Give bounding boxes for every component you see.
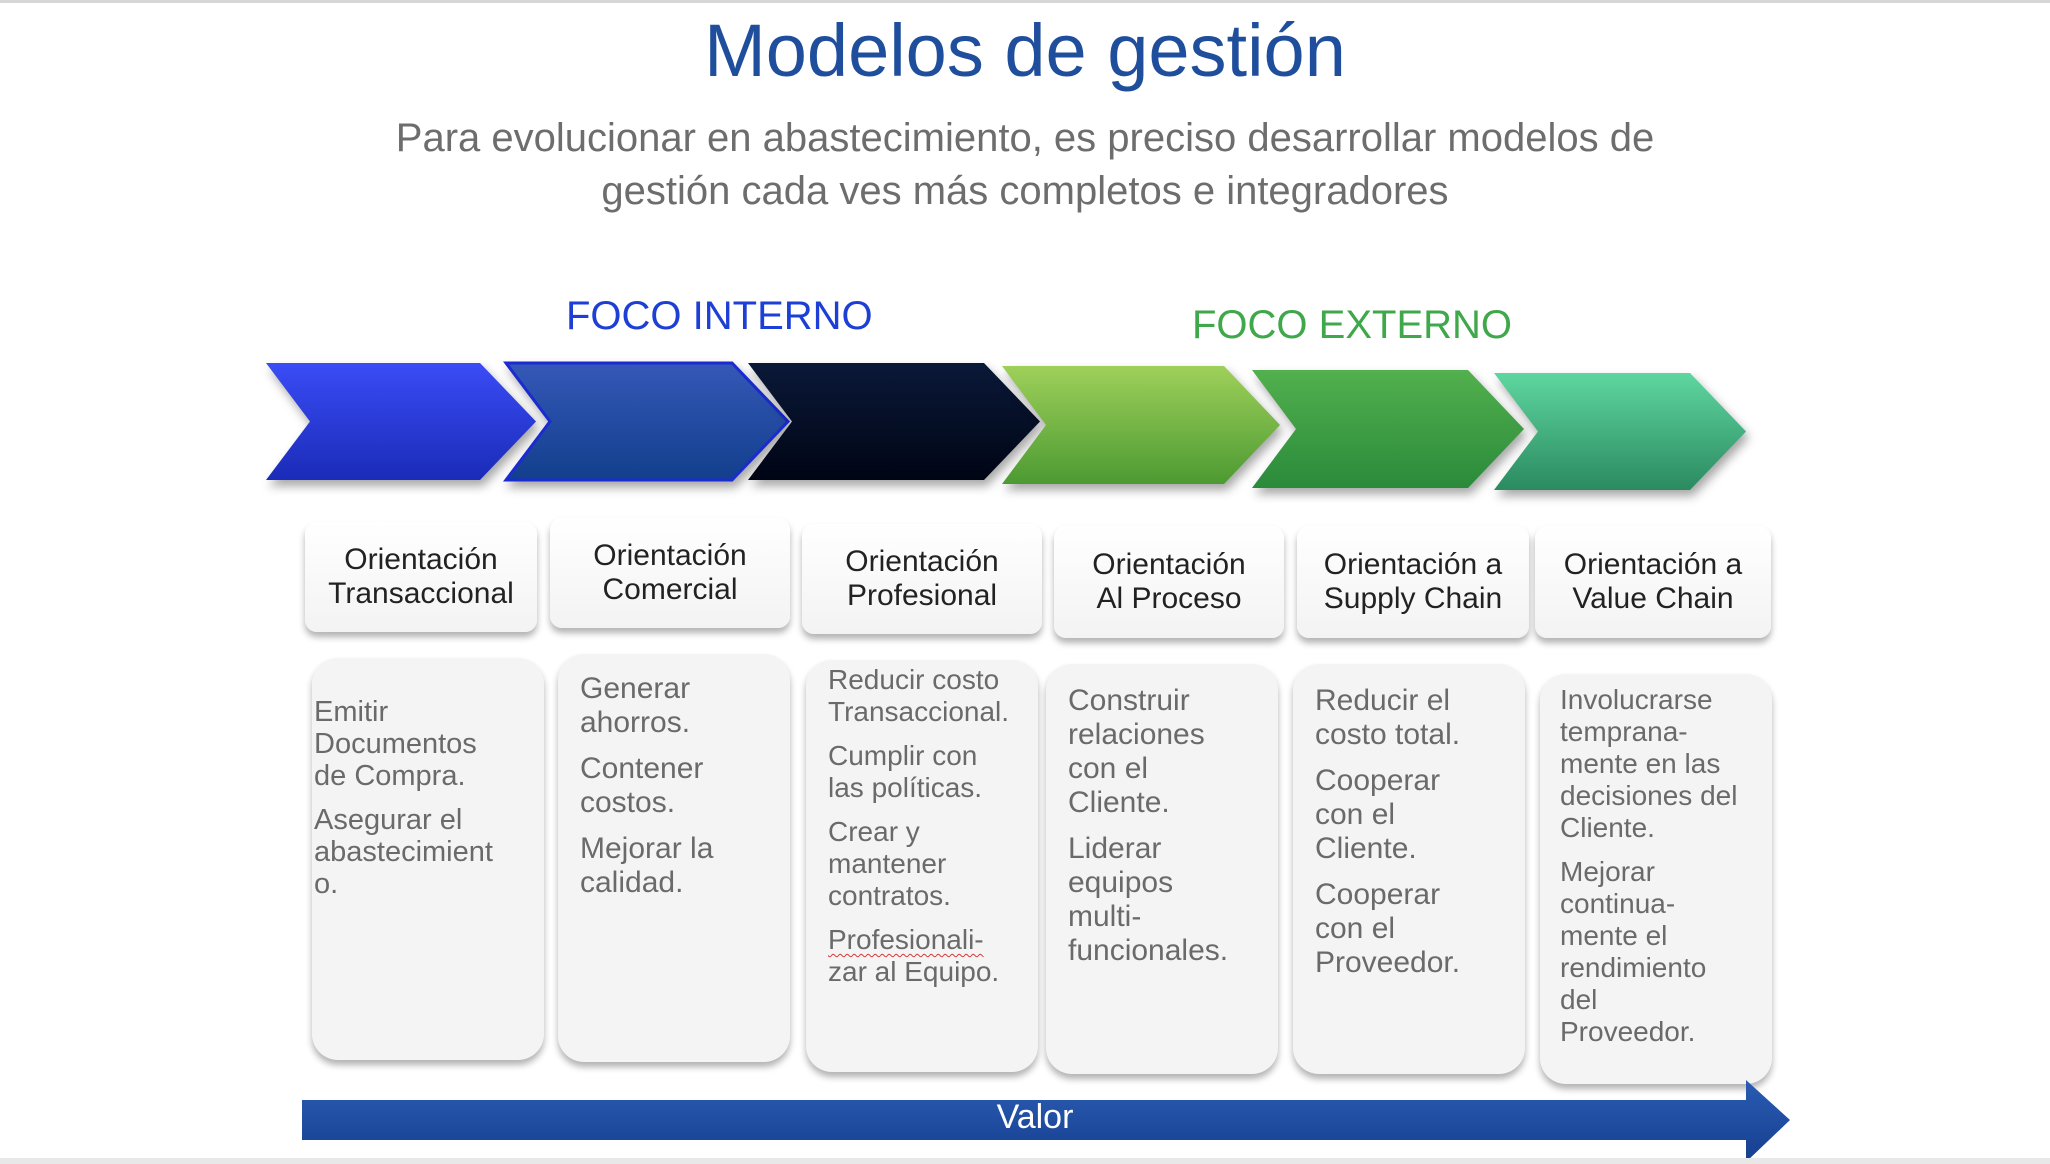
desc-bullet: Profesionali-zar al Equipo. bbox=[828, 924, 1000, 987]
value-arrow bbox=[302, 1080, 1790, 1162]
bottom-rule bbox=[0, 1158, 2050, 1164]
stage-title-line: Orientación a bbox=[1563, 548, 1743, 581]
chevron-transaccional bbox=[266, 363, 536, 480]
subtitle-line-2: gestión cada ves más completos e integra… bbox=[601, 169, 1449, 213]
value-arrow-label: Valor bbox=[996, 1098, 1074, 1136]
value-arrow-shape bbox=[302, 1080, 1790, 1162]
chevron-profesional bbox=[748, 363, 1040, 480]
stage-title-line: Orientación a bbox=[1323, 548, 1503, 581]
page-subtitle: Para evolucionar en abastecimiento, es p… bbox=[300, 112, 1750, 218]
stage-title-line: Comercial bbox=[602, 573, 738, 606]
stage-title-value-chain: Orientación a Value Chain bbox=[1535, 526, 1771, 638]
stage-title-line: Orientación bbox=[1092, 548, 1246, 581]
chevron-proceso bbox=[1002, 366, 1280, 484]
stage-title-line: Profesional bbox=[846, 579, 998, 612]
stage-title-transaccional: Orientación Transaccional bbox=[305, 522, 537, 632]
stage-title-line: Al Proceso bbox=[1096, 582, 1242, 615]
chevron-comercial bbox=[502, 361, 791, 482]
stage-title-line: Orientación bbox=[845, 545, 999, 578]
focus-internal-label: FOCO INTERNO bbox=[566, 294, 873, 338]
chevron-supply-chain bbox=[1252, 370, 1524, 488]
chevron-value-chain bbox=[1494, 373, 1746, 490]
top-rule bbox=[0, 0, 2050, 3]
stage-title-line: Orientación bbox=[344, 543, 498, 576]
stage-title-profesional: Orientación Profesional bbox=[802, 524, 1042, 634]
stage-title-line: Transaccional bbox=[328, 577, 514, 610]
page-title: Modelos de gestión bbox=[704, 9, 1346, 92]
stage-title-line: Value Chain bbox=[1572, 582, 1734, 615]
focus-external-label: FOCO EXTERNO bbox=[1192, 303, 1513, 347]
subtitle-line-1: Para evolucionar en abastecimiento, es p… bbox=[395, 116, 1655, 160]
stage-title-supply-chain: Orientación a Supply Chain bbox=[1297, 526, 1529, 638]
stage-title-line: Supply Chain bbox=[1323, 582, 1503, 615]
stage-title-comercial: Orientación Comercial bbox=[550, 518, 790, 628]
stage-title-proceso: Orientación Al Proceso bbox=[1054, 526, 1284, 638]
stage-title-line: Orientación bbox=[593, 539, 747, 572]
